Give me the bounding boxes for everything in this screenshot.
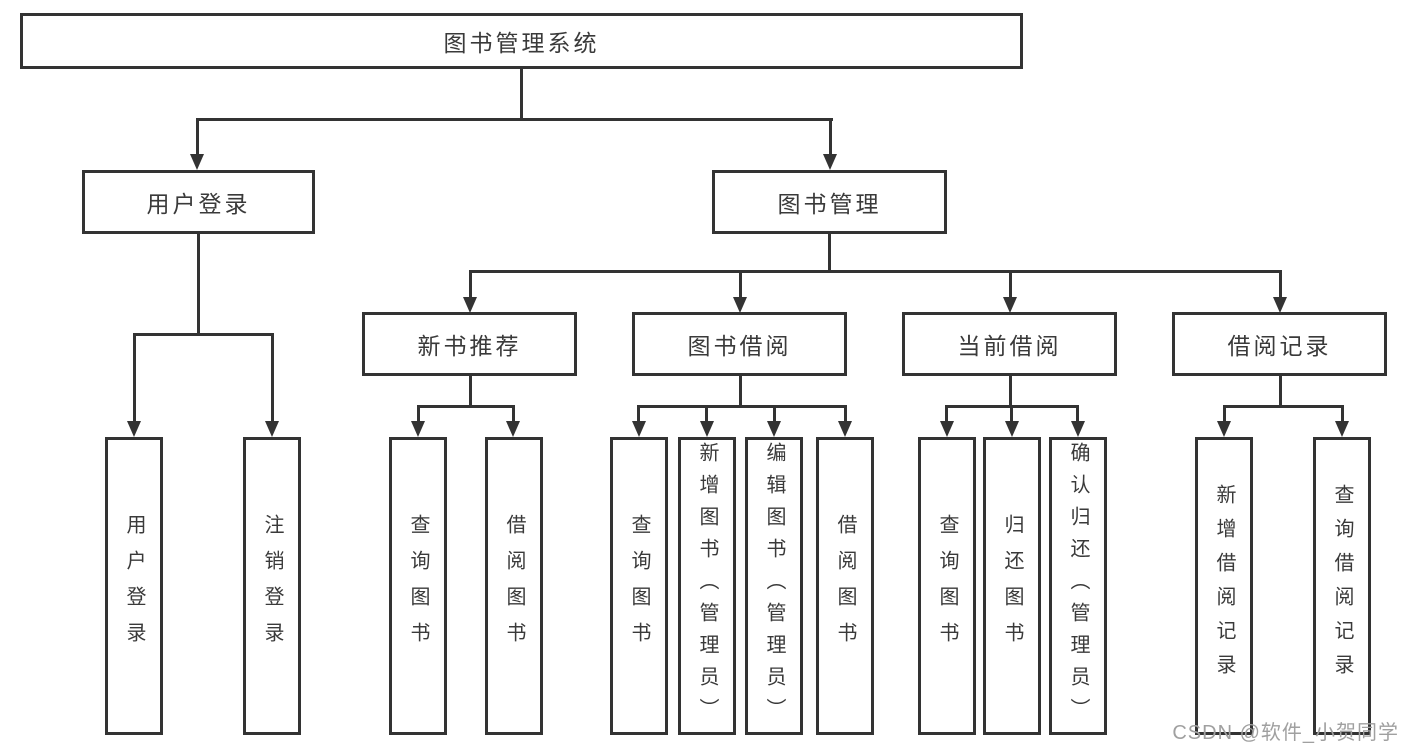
- connector-line: [468, 375, 472, 405]
- node-label: 新书推荐: [417, 333, 522, 359]
- connector-line: [1278, 375, 1282, 405]
- node-label: 新增图书（管理员）: [696, 442, 718, 730]
- node-user-login: 用户登录: [82, 170, 315, 234]
- leaf-query-books-2: 查询图书: [610, 437, 668, 735]
- node-label: 查询图书: [628, 514, 650, 658]
- arrow-down-icon: [1003, 270, 1017, 313]
- arrow-down-icon: [939, 405, 954, 437]
- node-label: 用户登录: [146, 191, 251, 217]
- node-borrowing-records: 借阅记录: [1172, 312, 1387, 376]
- arrow-down-icon: [127, 333, 141, 437]
- arrow-down-icon: [823, 118, 837, 170]
- node-label: 用户登录: [123, 514, 145, 658]
- arrow-down-icon: [838, 405, 852, 437]
- node-label: 借阅记录: [1227, 333, 1332, 359]
- arrow-down-icon: [411, 405, 425, 437]
- leaf-user-login: 用户登录: [105, 437, 163, 735]
- arrow-down-icon: [767, 405, 781, 437]
- node-label: 查询借阅记录: [1331, 484, 1353, 688]
- node-label: 确认归还（管理员）: [1067, 442, 1089, 730]
- leaf-return-books: 归还图书: [983, 437, 1041, 735]
- leaf-borrow-books-1: 借阅图书: [485, 437, 543, 735]
- leaf-query-books-3: 查询图书: [918, 437, 976, 735]
- arrow-down-icon: [463, 270, 477, 313]
- leaf-query-borrow-record: 查询借阅记录: [1313, 437, 1371, 735]
- arrow-down-icon: [1004, 405, 1019, 437]
- arrow-down-icon: [1335, 405, 1349, 437]
- node-label: 图书管理: [777, 191, 882, 217]
- node-label: 注销登录: [261, 514, 283, 658]
- arrow-down-icon: [1070, 405, 1085, 437]
- leaf-edit-books-admin: 编辑图书（管理员）: [745, 437, 803, 735]
- node-current-borrowing: 当前借阅: [902, 312, 1117, 376]
- connector-line: [197, 232, 200, 333]
- node-label: 借阅图书: [503, 514, 525, 658]
- node-book-borrowing: 图书借阅: [632, 312, 847, 376]
- leaf-add-borrow-record: 新增借阅记录: [1195, 437, 1253, 735]
- arrow-down-icon: [1217, 405, 1231, 437]
- arrow-down-icon: [506, 405, 520, 437]
- arrow-down-icon: [699, 405, 714, 437]
- node-label: 归还图书: [1001, 514, 1023, 658]
- connector-line: [1222, 405, 1344, 408]
- leaf-add-books-admin: 新增图书（管理员）: [678, 437, 736, 735]
- connector-line: [195, 118, 833, 121]
- leaf-logout: 注销登录: [243, 437, 301, 735]
- node-label: 图书借阅: [687, 333, 792, 359]
- node-label: 借阅图书: [834, 514, 856, 658]
- arrow-down-icon: [265, 333, 279, 437]
- node-label: 编辑图书（管理员）: [763, 442, 785, 730]
- node-label: 查询图书: [407, 514, 429, 658]
- node-book-management: 图书管理: [712, 170, 947, 234]
- node-new-book-recommendation: 新书推荐: [362, 312, 577, 376]
- arrow-down-icon: [190, 118, 204, 170]
- leaf-borrow-books-2: 借阅图书: [816, 437, 874, 735]
- node-label: 当前借阅: [957, 333, 1062, 359]
- arrow-down-icon: [631, 405, 646, 437]
- connector-line: [738, 375, 742, 405]
- connector-line: [132, 333, 274, 336]
- connector-line: [468, 270, 1282, 273]
- node-label: 查询图书: [936, 514, 958, 658]
- leaf-confirm-return-admin: 确认归还（管理员）: [1049, 437, 1107, 735]
- node-label: 新增借阅记录: [1213, 484, 1235, 688]
- connector-line: [637, 405, 847, 408]
- arrow-down-icon: [1273, 270, 1287, 313]
- connector-line: [827, 232, 831, 270]
- csdn-watermark: CSDN @软件_小贺同学: [1172, 722, 1399, 744]
- connector-line: [519, 69, 523, 118]
- node-label: 图书管理系统: [443, 30, 600, 56]
- leaf-query-books-1: 查询图书: [389, 437, 447, 735]
- connector-line: [1008, 375, 1012, 405]
- node-library-management-system: 图书管理系统: [20, 13, 1023, 69]
- arrow-down-icon: [733, 270, 747, 313]
- connector-line: [416, 405, 515, 408]
